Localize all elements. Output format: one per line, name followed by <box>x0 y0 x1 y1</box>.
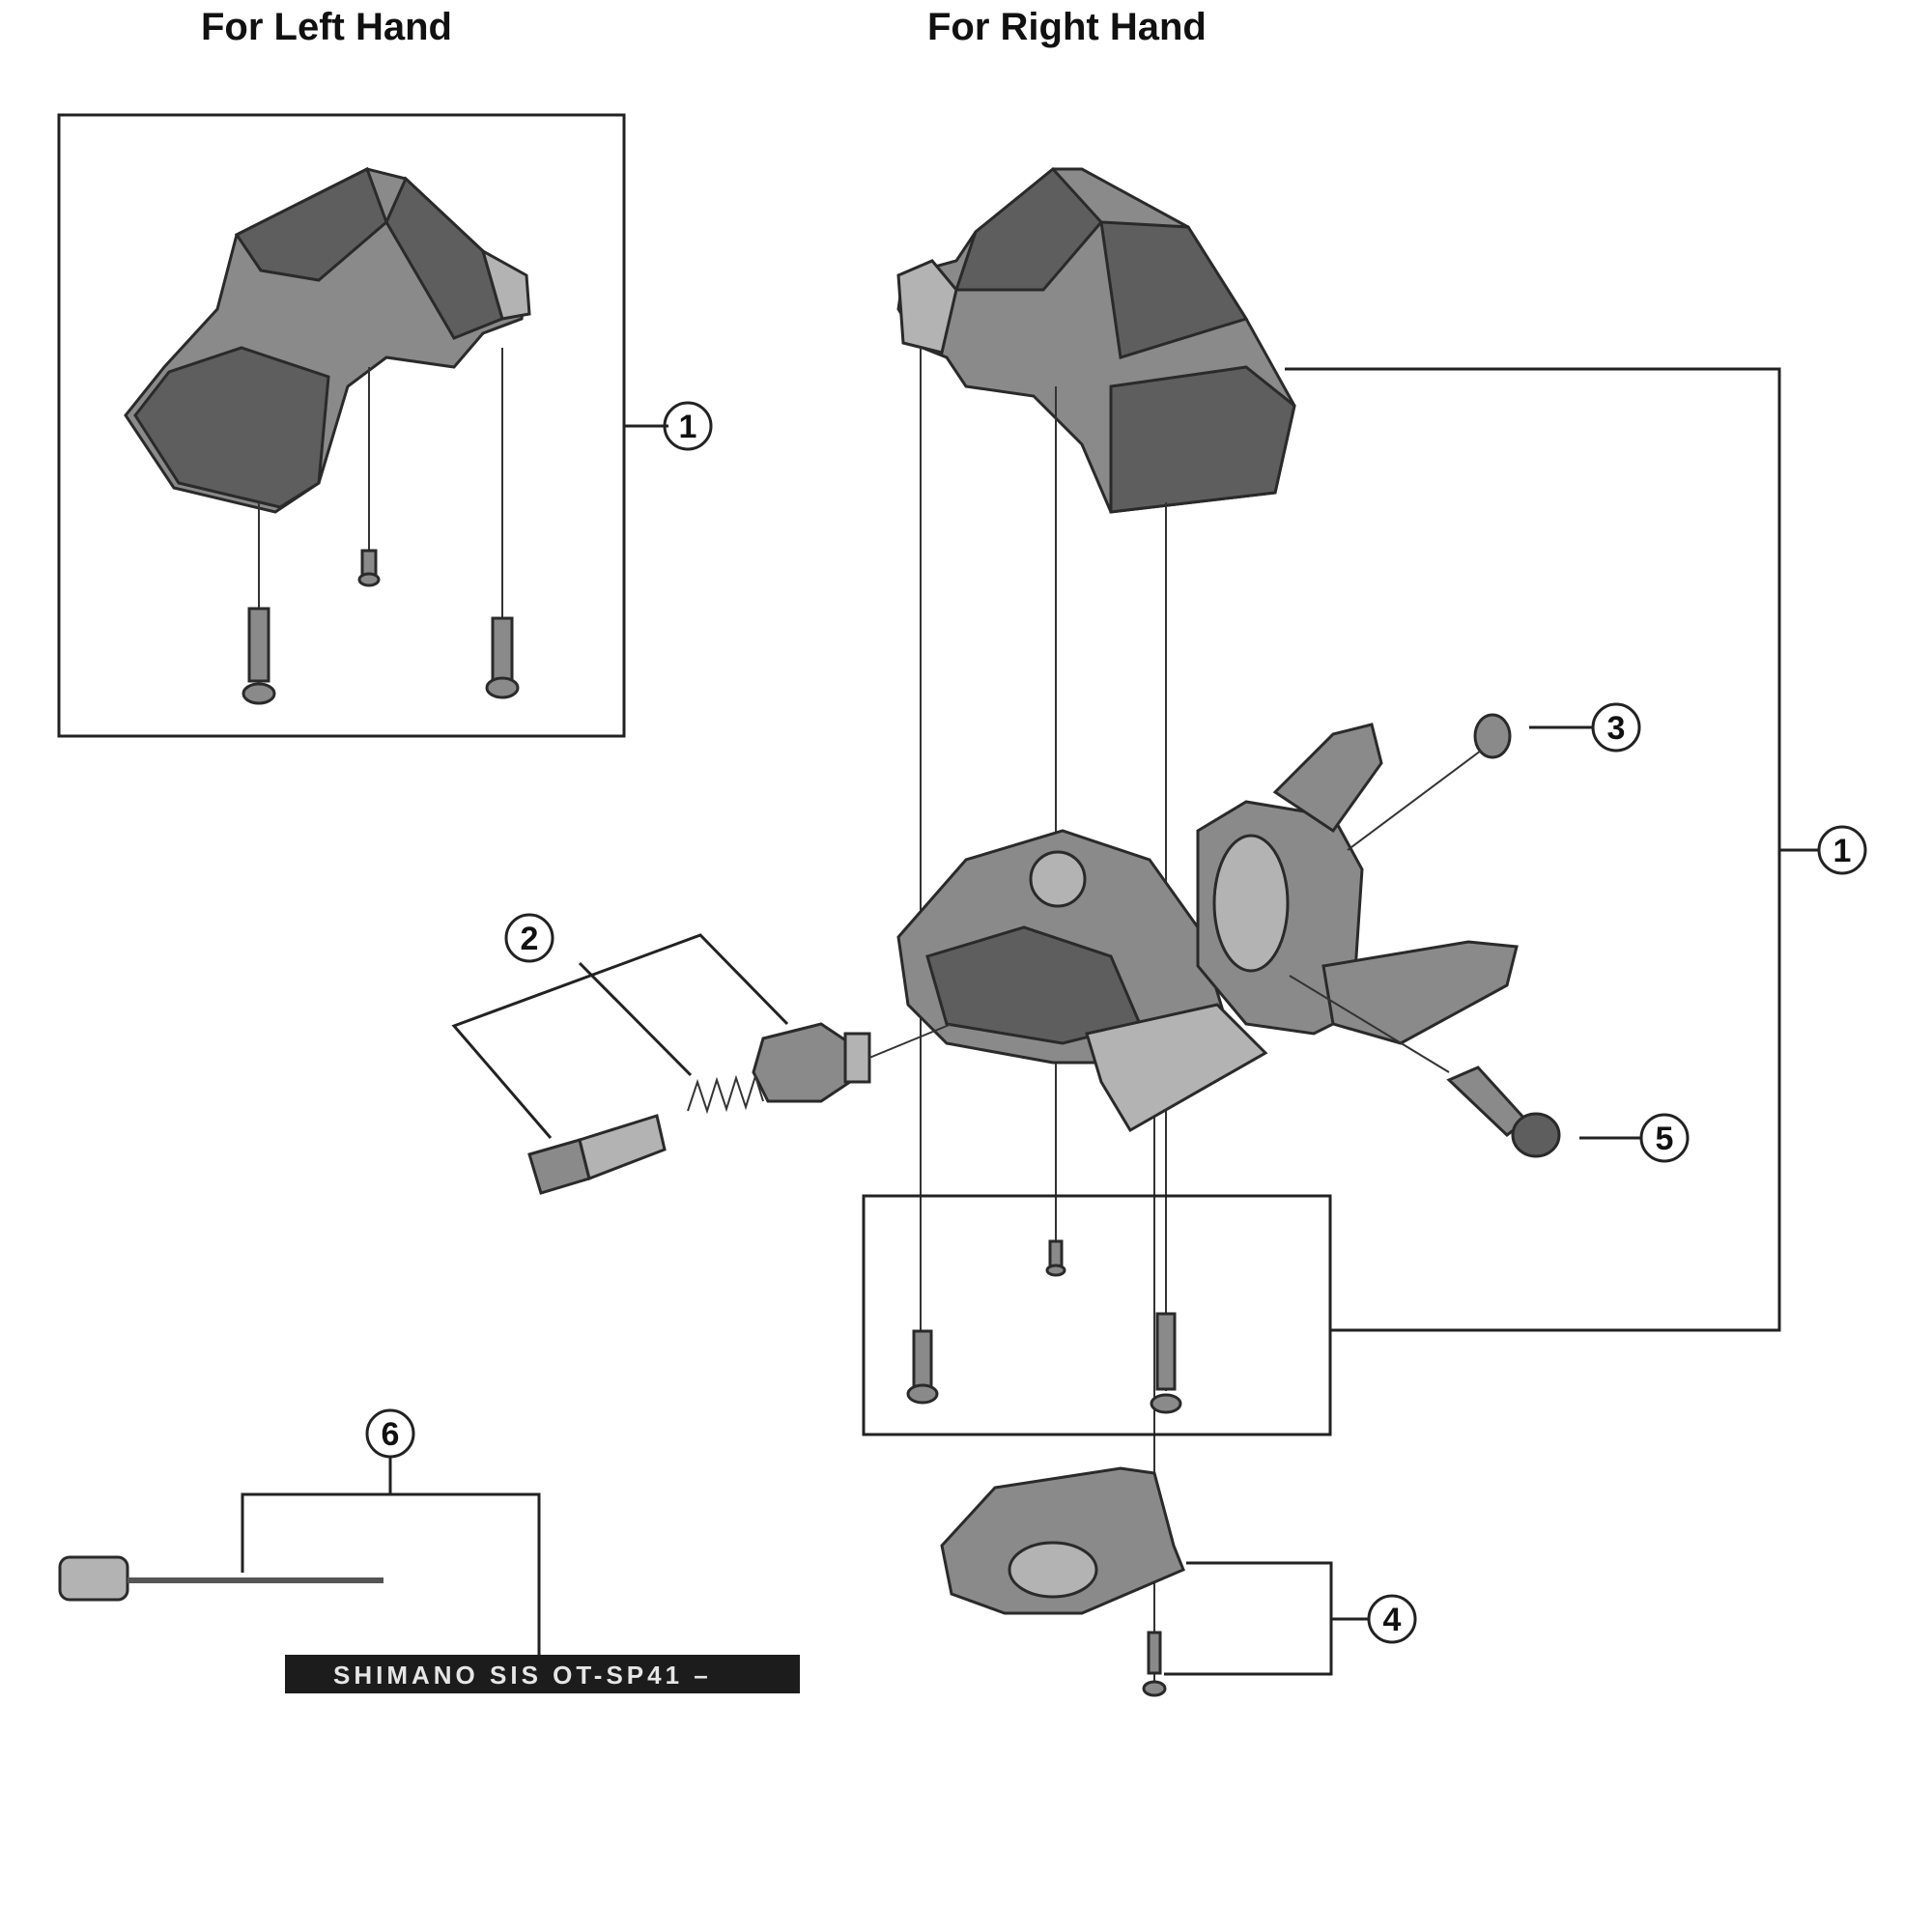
outer-cable-housing: SHIMANO SIS OT-SP41 – <box>285 1655 800 1693</box>
callout-circle-5 <box>1639 1113 1690 1163</box>
callout-6: 6 <box>382 1416 400 1453</box>
bottom-cover <box>940 1466 1185 1615</box>
left-screw-long-2 <box>485 616 520 699</box>
bottom-cover-screw <box>1142 1631 1167 1697</box>
lower-lever <box>1321 940 1519 1045</box>
left-hand-upper-cover <box>124 166 531 514</box>
left-screw-short <box>357 549 381 587</box>
cable-adjusting-nut <box>752 1022 871 1103</box>
left-screw-long-1 <box>242 607 276 705</box>
right-screw-group-box <box>862 1194 1332 1436</box>
right-screw-long-2 <box>1150 1312 1182 1414</box>
inner-cable <box>58 1555 384 1602</box>
left-hand-heading: For Left Hand <box>201 6 452 48</box>
right-screw-short <box>1045 1239 1066 1277</box>
right-hand-upper-cover <box>896 166 1296 514</box>
housing-print: SHIMANO SIS OT-SP41 – <box>333 1661 712 1690</box>
handlebar-clamp <box>1196 800 1364 1036</box>
callout-circle-1-left <box>663 401 713 451</box>
callout-3: 3 <box>1607 710 1626 747</box>
adjusting-bolt <box>527 1114 667 1195</box>
callout-1-right: 1 <box>1833 833 1852 869</box>
callout-2: 2 <box>521 921 539 957</box>
callout-circle-6 <box>365 1408 415 1459</box>
upper-lever <box>1272 723 1383 834</box>
clamp-bolt <box>1446 1065 1561 1158</box>
adjusting-spring <box>687 1072 764 1115</box>
callout-circle-3 <box>1591 702 1641 753</box>
lever-cap <box>1473 713 1512 759</box>
callout-circle-4 <box>1367 1594 1417 1644</box>
right-screw-long-1 <box>906 1329 939 1405</box>
right-hand-heading: For Right Hand <box>927 6 1207 48</box>
callout-circle-1-right <box>1817 825 1867 875</box>
callout-circle-2 <box>504 913 554 963</box>
callout-5: 5 <box>1656 1121 1674 1157</box>
callout-1-left: 1 <box>679 409 697 445</box>
callout-4: 4 <box>1383 1602 1402 1638</box>
